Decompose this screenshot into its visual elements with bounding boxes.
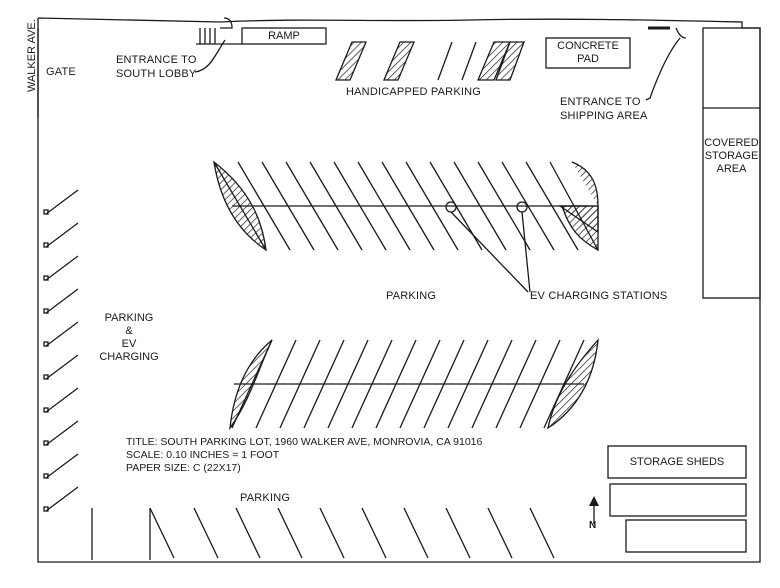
ev-station-1 bbox=[445, 201, 457, 213]
ev-leader-2 bbox=[521, 211, 531, 293]
ev-charging-stations-label: EV CHARGING STATIONS bbox=[530, 290, 668, 302]
ev-leader-1 bbox=[450, 211, 529, 293]
lower-left-island bbox=[229, 339, 273, 431]
paper-size-line: PAPER SIZE: C (22X17) bbox=[126, 462, 241, 474]
covered-storage-label: COVERED STORAGE AREA bbox=[704, 136, 759, 175]
ev-station-2 bbox=[516, 201, 528, 213]
concrete-pad-box bbox=[545, 37, 631, 69]
street-label: WALKER AVE. bbox=[26, 19, 38, 92]
upper-left-island bbox=[213, 160, 267, 252]
north-label: N bbox=[589, 520, 597, 531]
lobby-door bbox=[220, 17, 233, 29]
bottom-stalls bbox=[91, 507, 555, 560]
ramp-box bbox=[241, 27, 327, 45]
upper-right-triangle bbox=[557, 205, 599, 234]
parking-bottom-label: PARKING bbox=[240, 492, 291, 504]
ramp-label: RAMP bbox=[268, 29, 300, 42]
lot-boundary bbox=[37, 17, 761, 563]
scale-line: SCALE: 0.10 INCHES = 1 FOOT bbox=[126, 449, 280, 461]
north-arrow-head bbox=[589, 496, 599, 506]
parking-center-label: PARKING bbox=[386, 290, 437, 302]
storage-shed-2 bbox=[609, 483, 747, 517]
shipping-leader bbox=[645, 37, 681, 101]
storage-shed-3 bbox=[625, 519, 747, 553]
covered-storage-box bbox=[702, 27, 761, 299]
handicapped-stall-2 bbox=[383, 41, 415, 81]
concrete-pad-label: CONCRETE PAD bbox=[557, 40, 619, 65]
left-stalls bbox=[43, 189, 79, 512]
handicapped-parking-label: HANDICAPPED PARKING bbox=[346, 86, 482, 98]
title-block: TITLE: SOUTH PARKING LOT, 1960 WALKER AV… bbox=[126, 436, 482, 475]
handicapped-stall-1 bbox=[335, 41, 367, 81]
storage-sheds-label: STORAGE SHEDS bbox=[629, 455, 725, 468]
gate-label: GATE bbox=[46, 66, 76, 78]
lobby-leader bbox=[194, 39, 226, 73]
lower-right-island bbox=[547, 338, 599, 430]
storage-shed-1 bbox=[607, 445, 747, 479]
handicapped-stall-4 bbox=[495, 41, 525, 81]
title-line: TITLE: SOUTH PARKING LOT, 1960 WALKER AV… bbox=[126, 436, 483, 448]
parking-ev-label: PARKING & EV CHARGING bbox=[99, 312, 159, 363]
